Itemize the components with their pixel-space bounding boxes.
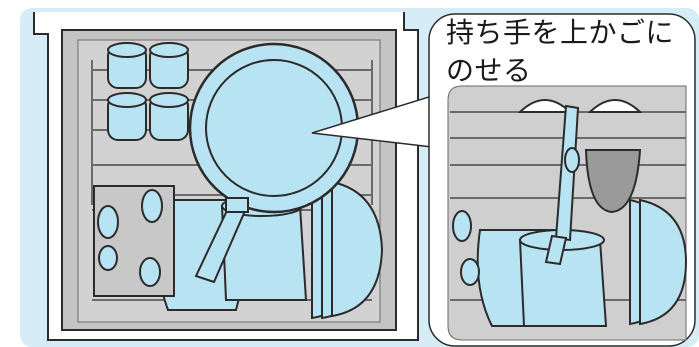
cups [107,42,189,141]
callout-cutlery [452,210,480,286]
frying-pan [188,42,360,284]
callout-text: 持ち手を上かごに のせる [446,14,686,90]
callout-pots [476,198,688,327]
callout-mesh [584,149,642,214]
cutlery-basket [93,185,175,297]
callout-pan-handle [544,104,580,266]
plates [311,178,384,320]
callout-line-1: 持ち手を上かごに [446,16,675,49]
callout-line-2: のせる [446,54,532,87]
